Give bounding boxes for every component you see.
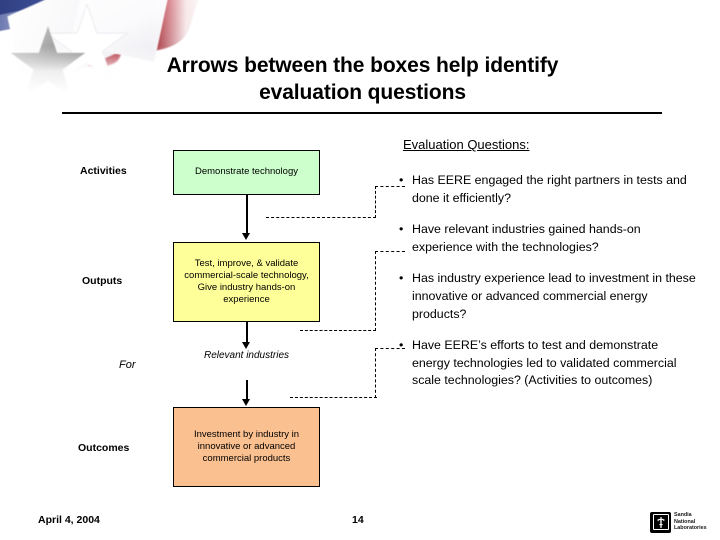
connector-3-vertical [375,348,376,398]
arrow-activities-to-outputs-line [246,195,248,235]
arrow-activities-to-outputs-head [242,233,250,240]
node-label: Demonstrate technology [195,166,298,178]
bullet-icon: • [399,222,404,237]
page-title-line2: evaluation questions [259,81,466,104]
list-item: • Have relevant industries gained hands-… [398,221,698,256]
bullet-icon: • [399,271,404,286]
arrow-outputs-to-industries-head [242,342,250,349]
row-label-for: For [119,359,136,371]
connector-3-horizontal [290,397,377,398]
connector-2-vertical [375,251,376,331]
evaluation-questions-heading: Evaluation Questions: [403,137,530,152]
arrow-outputs-to-industries-line [246,322,248,344]
node-label: Relevant industries [203,350,290,361]
node-demonstrate-technology[interactable]: Demonstrate technology [173,150,320,195]
list-item-text: Have relevant industries gained hands-on… [412,222,641,254]
row-label-outputs: Outputs [82,275,123,287]
list-item: • Have EERE’s efforts to test and demons… [398,337,698,390]
node-investment-by-industry[interactable]: Investment by industry in innovative or … [173,407,320,487]
node-relevant-industries[interactable]: Relevant industries [190,350,303,363]
list-item-text: Has industry experience lead to investme… [412,271,696,321]
sandia-logo-line1: Sandia [674,512,692,519]
page-title-line1: Arrows between the boxes help identify [166,54,559,77]
bullet-icon: • [399,338,404,353]
footer-page-number: 14 [352,514,364,526]
sandia-logo-line3: Laboratories [674,525,707,532]
bullet-icon: • [399,173,404,187]
sandia-logo-wordmark: Sandia National Laboratories [674,512,707,531]
list-item-text: Has EERE engaged the right partners in t… [412,173,687,205]
arrow-industries-to-outcomes-head [242,399,250,406]
list-item: • Has EERE engaged the right partners in… [398,172,698,207]
evaluation-questions-list: • Has EERE engaged the right partners in… [398,172,698,390]
sandia-logo: Sandia National Laboratories [650,509,718,535]
row-label-outcomes: Outcomes [78,442,130,454]
connector-1-vertical [375,186,376,218]
patriotic-corner-graphic [0,0,205,92]
connector-1-lead [375,186,405,187]
graphic-fade-right [150,0,205,92]
sandia-logo-line2: National [674,518,696,525]
row-label-activities: Activities [80,165,127,177]
page-title: Arrows between the boxes help identify e… [60,52,665,106]
list-item-text: Have EERE’s efforts to test and demonstr… [412,338,677,388]
sandia-thunderbird-icon [650,511,671,533]
node-test-improve-validate[interactable]: Test, improve, & validate commercial-sca… [173,242,320,322]
connector-2-lead [375,251,405,252]
title-divider [62,112,662,114]
node-label: Test, improve, & validate commercial-sca… [184,257,309,306]
arrow-industries-to-outcomes-line [246,380,248,401]
connector-3-lead [375,348,405,349]
footer-date: April 4, 2004 [38,514,100,526]
connector-1-horizontal [266,217,376,218]
connector-2-horizontal [300,330,376,331]
list-item: • Has industry experience lead to invest… [398,270,698,323]
node-label: Investment by industry in innovative or … [193,428,300,465]
